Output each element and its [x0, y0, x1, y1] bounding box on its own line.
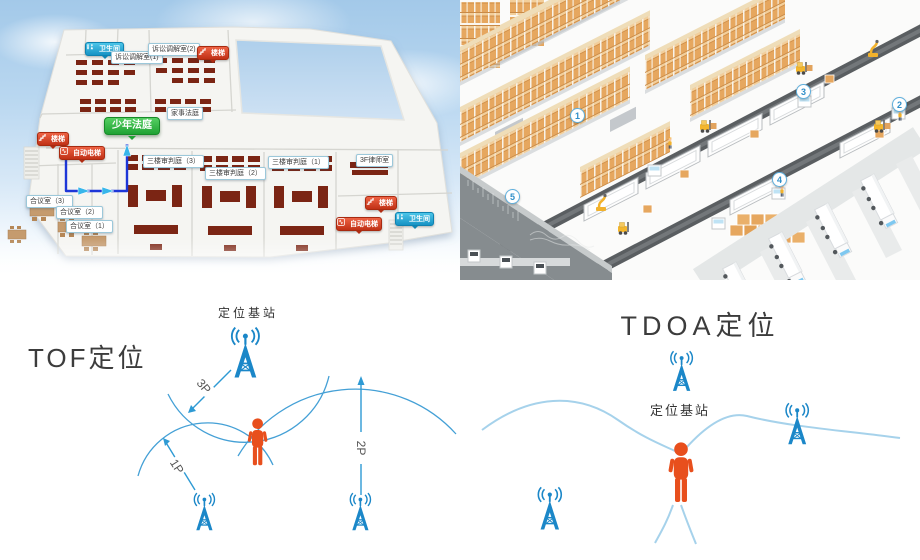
base-station-icon-bottom-right — [349, 492, 372, 531]
base-station-icon-top — [670, 350, 694, 392]
robot-arms — [596, 39, 879, 211]
route-arrow-2 — [101, 186, 115, 196]
stairs-icon — [366, 197, 377, 207]
map-label-text: 卫生间 — [99, 45, 120, 53]
svg-text:1P: 1P — [167, 456, 187, 476]
stairs-left-steps — [23, 146, 40, 180]
elevator-icon — [60, 147, 71, 157]
hyperbola-curves — [481, 399, 901, 545]
map-label-council-room-1: 合议室（1） — [66, 220, 113, 233]
stairs-icon — [38, 133, 49, 143]
map-label-elevator-left: 自动电梯 — [59, 146, 105, 163]
base-station-icon-bottom-left — [193, 492, 216, 531]
map-label-courtroom-2: 三楼审判庭（2） — [205, 167, 266, 180]
tdoa-drawing — [481, 350, 901, 545]
floorplan-panel: 卫生间 诉讼调解室(1) 诉讼调解室(2) 楼梯 少年法庭 楼梯 自动电梯 家事… — [0, 0, 460, 280]
stairs-icon — [198, 47, 209, 57]
belt-machines — [647, 95, 906, 230]
tdoa-diagram: TDOA定位 定位基站 — [460, 280, 920, 560]
warehouse-marker-3: 3 — [796, 84, 811, 99]
loading-dock — [692, 127, 920, 280]
map-label-council-room-3: 合议室（3） — [26, 195, 73, 208]
base-station-icon-bottom-left — [537, 486, 563, 531]
floorplan-drawing — [0, 26, 460, 280]
map-label-text: 卫生间 — [409, 215, 430, 223]
map-label-mediation-room-2: 诉讼调解室(2) — [148, 43, 200, 56]
svg-text:2P: 2P — [354, 441, 368, 456]
distance-label-3p: 3P — [193, 374, 215, 398]
map-label-stairs-right: 楼梯 — [365, 196, 397, 213]
bottom-haze — [0, 238, 460, 280]
map-label-text: 自动电梯 — [73, 149, 101, 157]
map-label-text: 楼梯 — [379, 199, 393, 207]
tof-diagram: TOF定位 定位基站 3P — [0, 280, 460, 560]
person-icon — [668, 442, 694, 502]
map-label-stairs-left: 楼梯 — [37, 132, 69, 149]
shelf-rows — [460, 0, 800, 198]
svg-text:3P: 3P — [194, 376, 214, 396]
warehouse-marker-1: 1 — [570, 108, 585, 123]
tof-station-label: 定位基站 — [217, 306, 278, 320]
route-arrow-1 — [77, 186, 91, 196]
route-arrow-3 — [122, 143, 132, 157]
range-arcs — [137, 375, 457, 477]
map-label-text: 自动电梯 — [350, 220, 378, 228]
arrowheads — [163, 376, 365, 446]
tof-drawing: 3P 1P 2P — [137, 326, 457, 531]
map-label-courtroom-3: 三楼审判庭（3） — [143, 155, 204, 168]
forklifts — [618, 62, 891, 235]
restroom-icon — [397, 214, 407, 223]
tof-title: TOF定位 — [28, 343, 147, 373]
tdoa-station-label: 定位基站 — [649, 403, 710, 418]
warehouse-marker-4: 4 — [772, 172, 787, 187]
map-label-text: 楼梯 — [211, 49, 225, 57]
map-label-family-court: 家事法庭 — [167, 107, 203, 120]
map-label-elevator-right: 自动电梯 — [336, 217, 382, 234]
warehouse-marker-5: 5 — [505, 189, 520, 204]
packing-stations — [460, 249, 570, 275]
base-station-icon-top — [230, 326, 260, 379]
trucks — [721, 173, 899, 280]
map-label-restroom-bottom: 卫生间 — [395, 212, 434, 229]
map-label-stairs-top: 楼梯 — [197, 46, 229, 63]
map-label-lawyer-room: 3F律师室 — [356, 154, 394, 167]
warehouse-drawing — [460, 0, 920, 280]
map-label-text: 楼梯 — [51, 135, 65, 143]
map-label-council-room-2: 合议室（2） — [56, 206, 103, 219]
restroom-icon — [87, 44, 97, 53]
route-path — [64, 143, 132, 196]
map-label-courtroom-1: 三楼审判庭（1） — [268, 156, 329, 169]
warehouse-marker-2: 2 — [892, 97, 907, 112]
warehouse-panel: 1 2 3 4 5 — [460, 0, 920, 280]
tdoa-title: TDOA定位 — [620, 311, 780, 341]
elevator-icon — [337, 218, 348, 228]
courtyard — [235, 39, 406, 121]
distance-label-2p: 2P — [354, 441, 368, 456]
distance-label-1p: 1P — [166, 455, 188, 478]
map-label-juvenile-court: 少年法庭 — [104, 117, 160, 140]
